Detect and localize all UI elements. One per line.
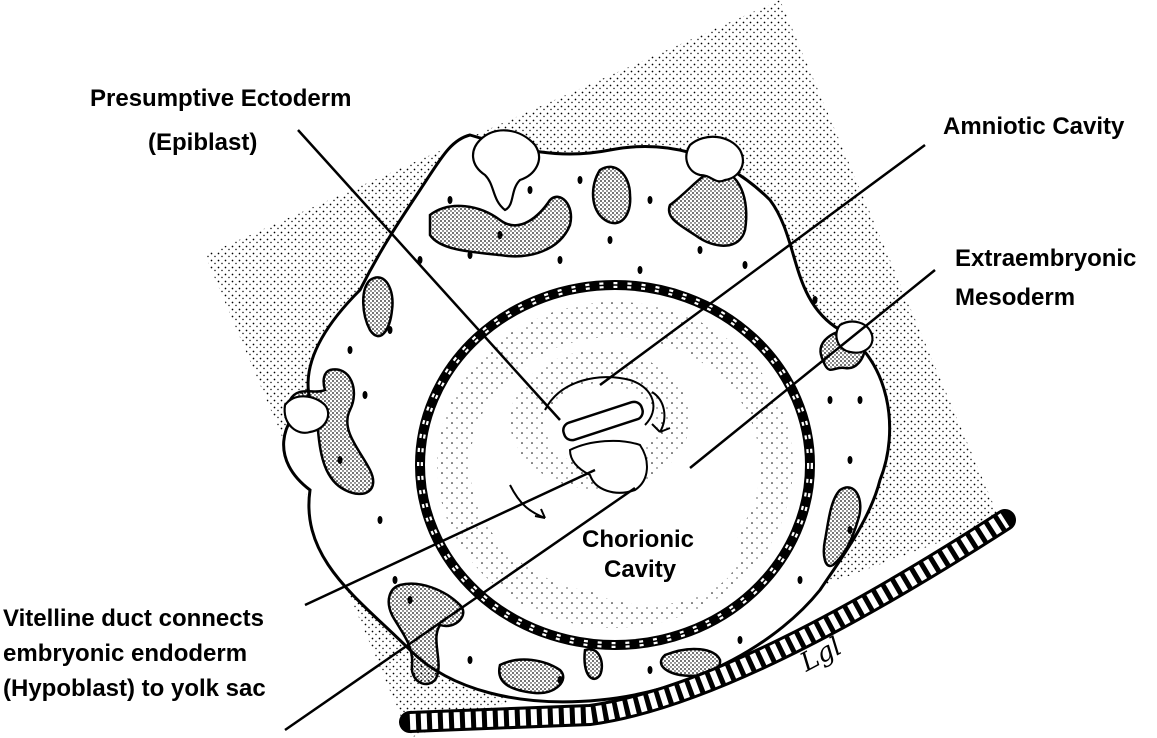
label-vitelline-line-1: Vitelline duct connects [3,605,264,632]
label-vitelline-line-2: embryonic endoderm [3,640,248,667]
leader-extraembryonic [689,269,936,469]
leader-lines [284,129,936,732]
label-epiblast: (Epiblast) [148,129,258,156]
cytotrophoblast-columns [283,129,874,434]
uterine-epithelium [399,509,1016,733]
embryonic-disc [509,376,671,519]
label-extraembryonic: Extraembryonic [955,245,1137,272]
leader-epiblast [297,129,561,421]
label-chorionic: Chorionic [582,526,694,553]
label-cavity: Cavity [604,556,677,583]
label-amniotic-cavity: Amniotic Cavity [943,113,1125,140]
leader-vitelline-1 [304,468,596,607]
label-presumptive-ectoderm: Presumptive Ectoderm [90,85,352,112]
leader-amniotic [599,143,926,387]
label-mesoderm: Mesoderm [955,284,1076,311]
leader-vitelline-2 [284,486,636,732]
label-vitelline-line-3: (Hypoblast) to yolk sac [3,675,266,702]
